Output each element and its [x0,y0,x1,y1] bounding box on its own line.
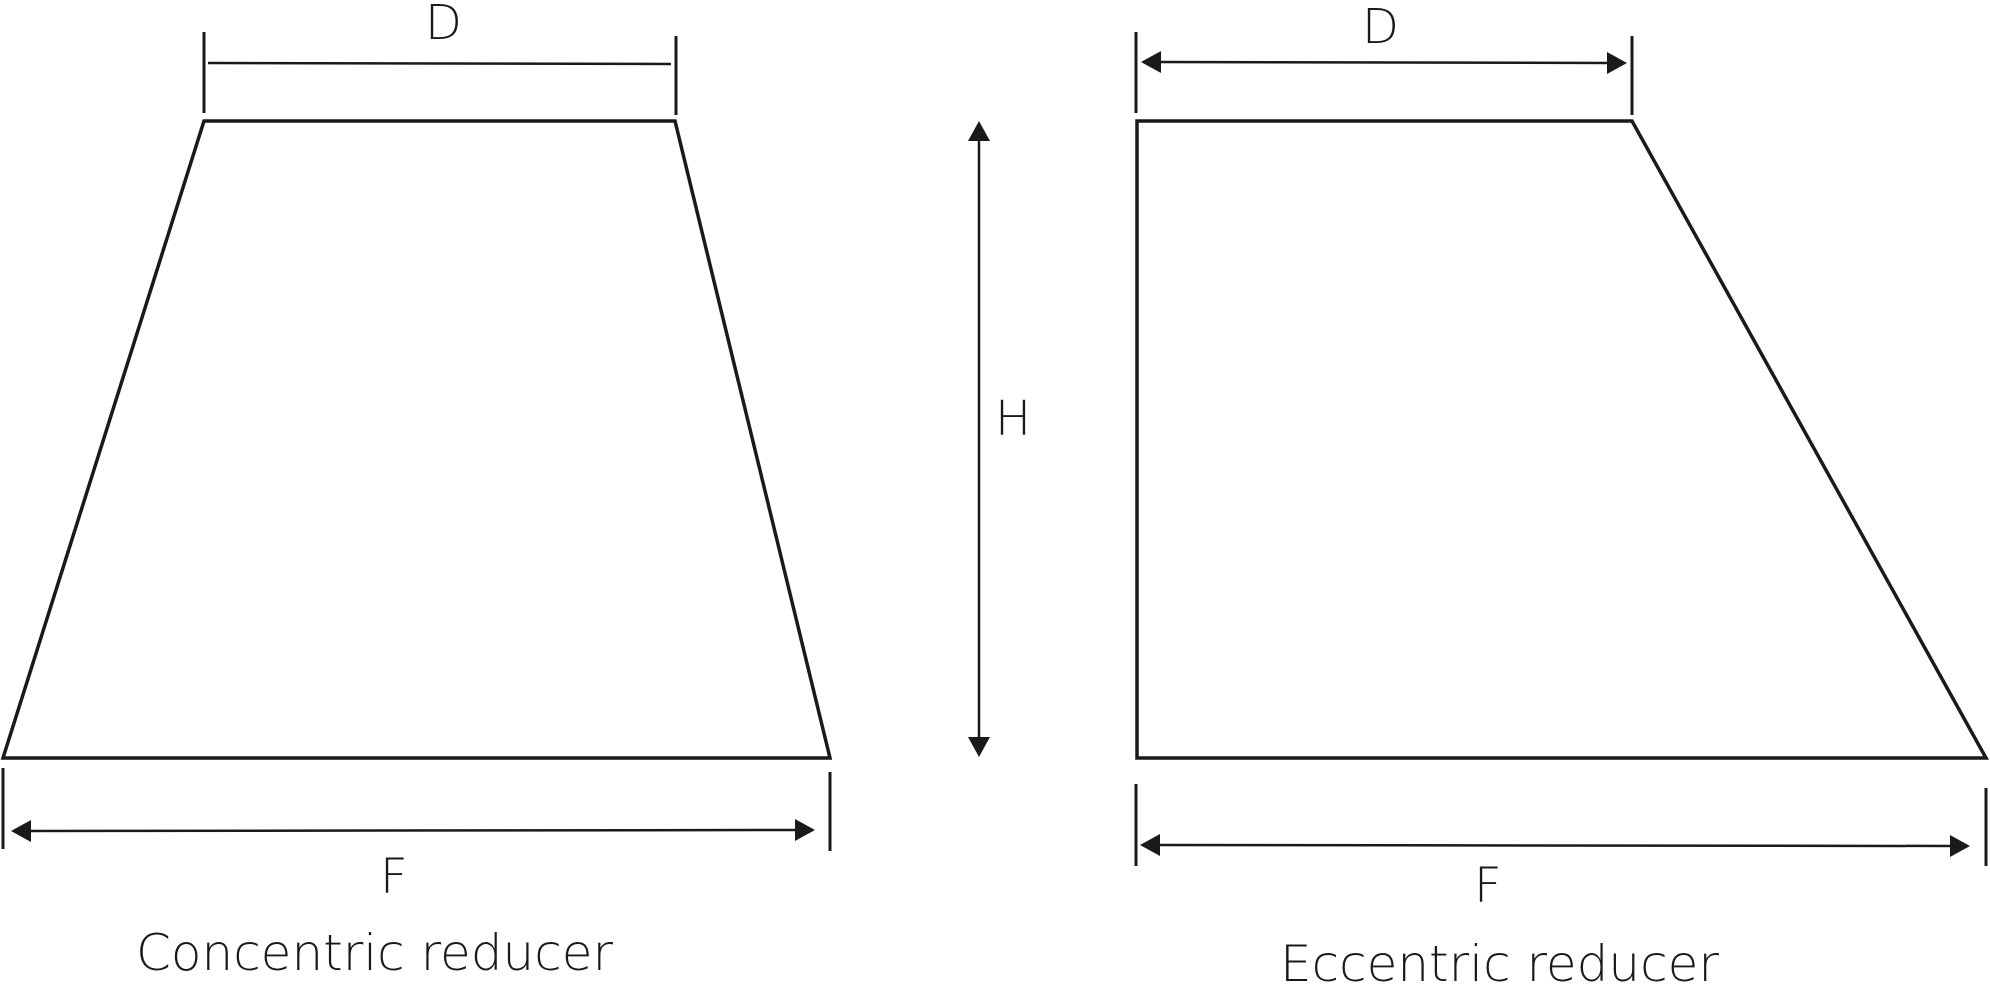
eccentric-f-arrow-left [1140,834,1160,856]
eccentric-f-dimension-line [1154,843,1957,848]
height-arrow-bottom [968,737,990,757]
height-dimension-group: H [968,121,1031,757]
eccentric-caption: Eccentric reducer [1280,935,1719,985]
concentric-f-arrow-left [11,820,31,842]
concentric-f-dimension-line [21,828,805,833]
eccentric-d-arrow-left [1141,51,1161,73]
concentric-d-dimension-line [207,61,672,66]
concentric-f-arrow-right [795,819,815,841]
concentric-reducer-shape [0,119,833,760]
eccentric-f-arrow-right [1950,835,1970,857]
eccentric-reducer-shape [1135,119,1989,760]
height-arrow-top [968,121,990,141]
eccentric-reducer-group: D F Eccentric reducer [1134,0,1989,985]
concentric-d-label: D [425,0,462,51]
eccentric-d-label: D [1362,0,1399,55]
eccentric-d-arrow-right [1607,52,1627,74]
concentric-f-label: F [380,849,408,905]
concentric-reducer-group: D F Concentric reducer [0,0,833,982]
concentric-caption: Concentric reducer [136,924,613,982]
eccentric-d-dimension-line [1154,60,1613,65]
eccentric-f-label: F [1474,858,1502,914]
height-label: H [995,391,1031,447]
